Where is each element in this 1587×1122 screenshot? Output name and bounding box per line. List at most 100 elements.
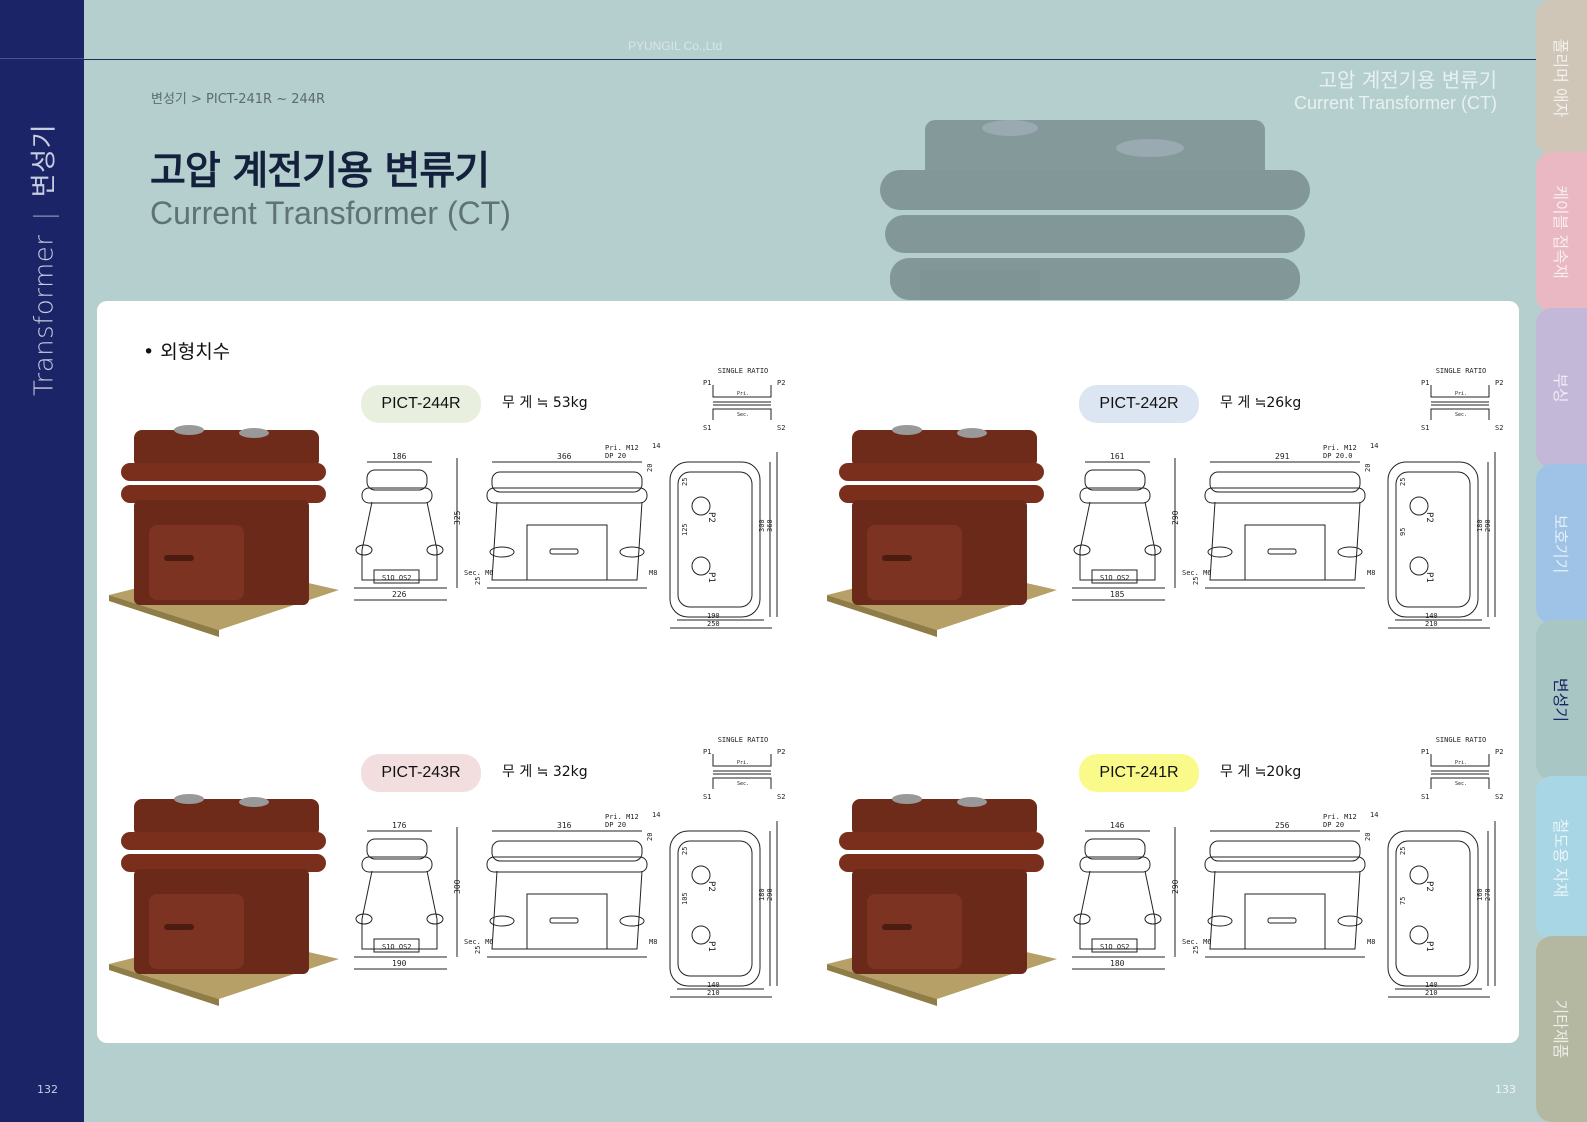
svg-text:14: 14 (652, 811, 660, 819)
dimension-drawing: 146 180 290 256 Pri. M12 DP 20 Sec. M6 M… (1072, 811, 1496, 998)
svg-text:DP 20: DP 20 (1323, 821, 1344, 829)
svg-text:S1: S1 (1421, 793, 1429, 801)
svg-text:P2: P2 (1495, 379, 1503, 387)
product-photo (827, 794, 1057, 1006)
left-spine: Transformer|변성기 132 (0, 0, 84, 1122)
svg-text:161: 161 (1110, 452, 1125, 461)
right-tab-bar: 폴리머 애자 케이블 접속재 부싱 보호기기 변성기 철도용 자재 기타제품 (1536, 0, 1587, 1122)
weight-value: 무 게 ≒ 53kg (502, 395, 588, 411)
svg-text:Pri.: Pri. (1455, 760, 1467, 766)
svg-text:176: 176 (392, 821, 407, 830)
svg-text:95: 95 (1399, 528, 1407, 536)
svg-text:360: 360 (766, 519, 774, 532)
tab-railway-material[interactable]: 철도용 자재 (1536, 776, 1587, 940)
svg-text:180: 180 (758, 888, 766, 901)
svg-text:P2: P2 (1495, 748, 1503, 756)
svg-text:M8: M8 (1367, 569, 1375, 577)
svg-text:SINGLE RATIO: SINGLE RATIO (1436, 367, 1487, 375)
product-block-241r: PICT-241R 무 게 ≒20kg SINGLE RATIO P1 P2 P… (827, 736, 1507, 1034)
svg-text:325: 325 (453, 510, 462, 525)
header-section-en: Current Transformer (CT) (1293, 93, 1497, 113)
page-number-left: 132 (37, 1083, 58, 1096)
svg-text:S1O OS2: S1O OS2 (1100, 943, 1130, 951)
model-badge: PICT-241R (1079, 754, 1199, 792)
tab-protection-device[interactable]: 보호기기 (1536, 464, 1587, 624)
spine-divider (0, 58, 84, 59)
section-title: • 외형치수 (143, 341, 231, 363)
svg-text:25: 25 (1192, 577, 1200, 585)
weight-label: 무 게 ≒26kg (1220, 392, 1301, 412)
svg-text:S1: S1 (1421, 424, 1429, 432)
page-number-right: 133 (1495, 1083, 1516, 1096)
svg-text:140: 140 (707, 981, 720, 989)
model-badge: PICT-242R (1079, 385, 1199, 423)
product-photo (109, 425, 339, 637)
model-badge: PICT-243R (361, 754, 481, 792)
svg-text:P1: P1 (706, 572, 716, 583)
svg-text:146: 146 (1110, 821, 1125, 830)
svg-text:140: 140 (1425, 981, 1438, 989)
svg-text:291: 291 (1275, 452, 1290, 461)
tab-polymer-insulator[interactable]: 폴리머 애자 (1536, 0, 1587, 155)
header-rule (84, 59, 1536, 60)
svg-text:Sec. M6: Sec. M6 (1182, 938, 1212, 946)
svg-text:Pri. M12: Pri. M12 (605, 444, 639, 452)
weight-value: 무 게 ≒20kg (1220, 764, 1302, 780)
svg-text:DP 20.0: DP 20.0 (1323, 452, 1353, 460)
svg-text:190: 190 (392, 959, 407, 968)
svg-text:180: 180 (1476, 519, 1484, 532)
svg-text:366: 366 (557, 452, 572, 461)
tab-label: 철도용 자재 (1550, 818, 1570, 898)
svg-text:290: 290 (766, 888, 774, 901)
svg-text:Sec. M6: Sec. M6 (1182, 569, 1212, 577)
svg-text:S1: S1 (703, 424, 711, 432)
svg-text:S1O OS2: S1O OS2 (382, 943, 412, 951)
svg-text:25: 25 (1399, 847, 1407, 855)
svg-text:25: 25 (1192, 946, 1200, 954)
svg-text:P2: P2 (706, 881, 716, 892)
tab-bushing[interactable]: 부싱 (1536, 308, 1587, 468)
spine-title: Transformer|변성기 (24, 124, 61, 396)
svg-text:P2: P2 (777, 748, 785, 756)
product-block-244r: PICT-244R 무 게 ≒ 53kg SINGLE RATIO P1 P2 … (109, 367, 789, 665)
svg-text:P2: P2 (1424, 881, 1434, 892)
single-ratio-diagram: SINGLE RATIO P1 P2 Pri. Sec. S1 S2 (1421, 367, 1503, 432)
svg-text:300: 300 (453, 879, 462, 894)
svg-text:Pri.: Pri. (737, 760, 749, 766)
svg-text:125: 125 (681, 523, 689, 536)
svg-text:160: 160 (1476, 888, 1484, 901)
tab-transformer[interactable]: 변성기 (1536, 620, 1587, 780)
svg-text:250: 250 (707, 620, 720, 628)
model-name: PICT-243R (381, 764, 461, 781)
svg-text:S2: S2 (1495, 424, 1503, 432)
single-ratio-diagram: SINGLE RATIO P1 P2 Pri. Sec. S1 S2 (703, 367, 785, 432)
svg-text:75: 75 (1399, 897, 1407, 905)
svg-text:Sec.: Sec. (1455, 781, 1467, 787)
svg-text:Sec. M6: Sec. M6 (464, 569, 494, 577)
svg-text:DP 20: DP 20 (605, 452, 626, 460)
weight-value: 무 게 ≒26kg (1220, 395, 1302, 411)
svg-text:140: 140 (1425, 612, 1438, 620)
tab-cable-accessories[interactable]: 케이블 접속재 (1536, 152, 1587, 312)
svg-text:Sec. M6: Sec. M6 (464, 938, 494, 946)
svg-text:P1: P1 (706, 941, 716, 952)
spine-title-en: Transformer (29, 234, 60, 397)
svg-text:Pri. M12: Pri. M12 (1323, 444, 1357, 452)
single-ratio-diagram: SINGLE RATIO P1 P2 Pri. Sec. S1 S2 (1421, 736, 1503, 801)
brand-name: PYUNGIL Co.,Ltd (628, 39, 723, 53)
svg-text:20: 20 (646, 833, 654, 841)
svg-text:P2: P2 (777, 379, 785, 387)
product-photo (827, 425, 1057, 637)
product-block-243r: PICT-243R 무 게 ≒ 32kg SINGLE RATIO P1 P2 … (109, 736, 789, 1034)
tab-label: 케이블 접속재 (1550, 185, 1570, 279)
tab-other-products[interactable]: 기타제품 (1536, 936, 1587, 1122)
breadcrumb[interactable]: 변성기 > PICT-241R ~ 244R (151, 92, 326, 107)
svg-text:25: 25 (1399, 478, 1407, 486)
svg-text:M8: M8 (1367, 938, 1375, 946)
weight-value: 무 게 ≒ 32kg (502, 764, 588, 780)
svg-text:180: 180 (1110, 959, 1125, 968)
svg-text:20: 20 (646, 464, 654, 472)
svg-text:210: 210 (707, 989, 720, 997)
page-title-ko: 고압 계전기용 변류기 (150, 149, 490, 194)
svg-text:185: 185 (1110, 590, 1125, 599)
